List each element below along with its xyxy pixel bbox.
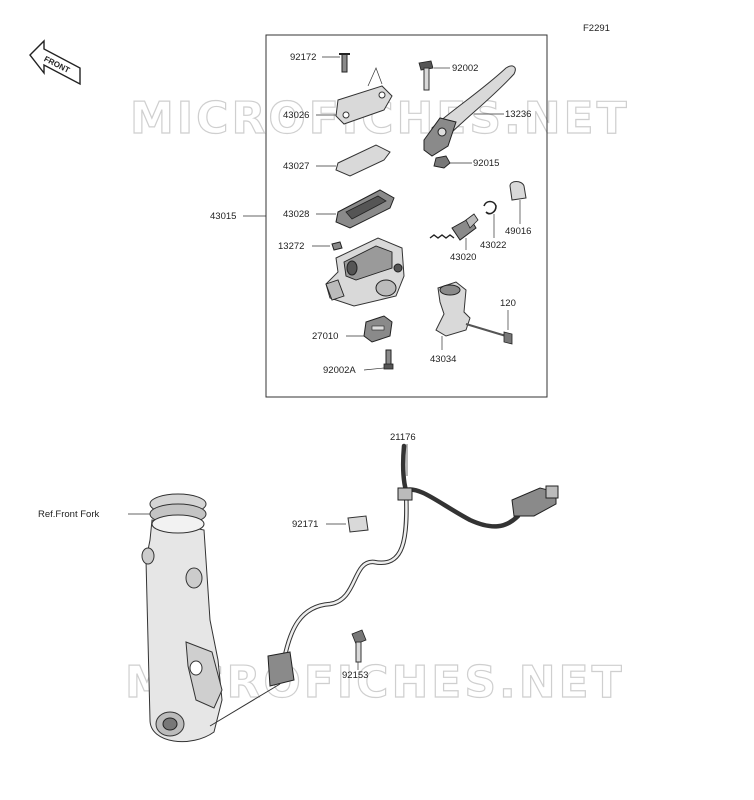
callout-92153: 92153 — [342, 670, 368, 681]
piston-kit-43020 — [429, 213, 479, 241]
reservoir-cap-43026 — [335, 85, 393, 125]
clip-13272 — [331, 241, 343, 251]
callout-43015: 43015 — [210, 211, 236, 222]
callout-43027: 43027 — [283, 161, 309, 172]
callout-49016: 49016 — [505, 226, 531, 237]
dust-cover-49016 — [509, 181, 527, 201]
abs-sensor-harness-21176 — [267, 443, 559, 687]
callout-92015: 92015 — [473, 158, 499, 169]
screw-92172 — [339, 53, 350, 73]
bolt-120 — [465, 323, 513, 345]
nut-92015 — [433, 155, 451, 169]
callout-13272: 13272 — [278, 241, 304, 252]
callout-ref-front-fork: Ref.Front Fork — [38, 509, 99, 520]
callout-43026: 43026 — [283, 110, 309, 121]
callout-92002A: 92002A — [323, 365, 356, 376]
master-cylinder-body — [325, 237, 405, 307]
diaphragm-43028 — [335, 189, 395, 229]
figure-code: F2291 — [583, 23, 610, 34]
bolt-92002 — [418, 60, 434, 91]
callout-120: 120 — [500, 298, 516, 309]
front-arrow-icon: FRONT — [29, 39, 81, 86]
clamp-92171 — [347, 515, 369, 533]
callout-43028: 43028 — [283, 209, 309, 220]
holder-43034 — [435, 281, 471, 337]
circlip-43022 — [483, 200, 497, 215]
callout-13236: 13236 — [505, 109, 531, 120]
callout-92171: 92171 — [292, 519, 318, 530]
callout-43022: 43022 — [480, 240, 506, 251]
diaphragm-plate-43027 — [335, 144, 391, 177]
callout-21176: 21176 — [390, 432, 416, 443]
callout-92172: 92172 — [290, 52, 316, 63]
callout-27010: 27010 — [312, 331, 338, 342]
brake-switch-27010 — [363, 315, 393, 343]
callout-92002: 92002 — [452, 63, 478, 74]
front-fork — [141, 493, 281, 743]
screw-92002A — [383, 349, 394, 370]
callout-43034: 43034 — [430, 354, 456, 365]
callout-43020: 43020 — [450, 252, 476, 263]
bolt-92153 — [351, 629, 367, 663]
brake-lever-13236 — [423, 65, 516, 157]
